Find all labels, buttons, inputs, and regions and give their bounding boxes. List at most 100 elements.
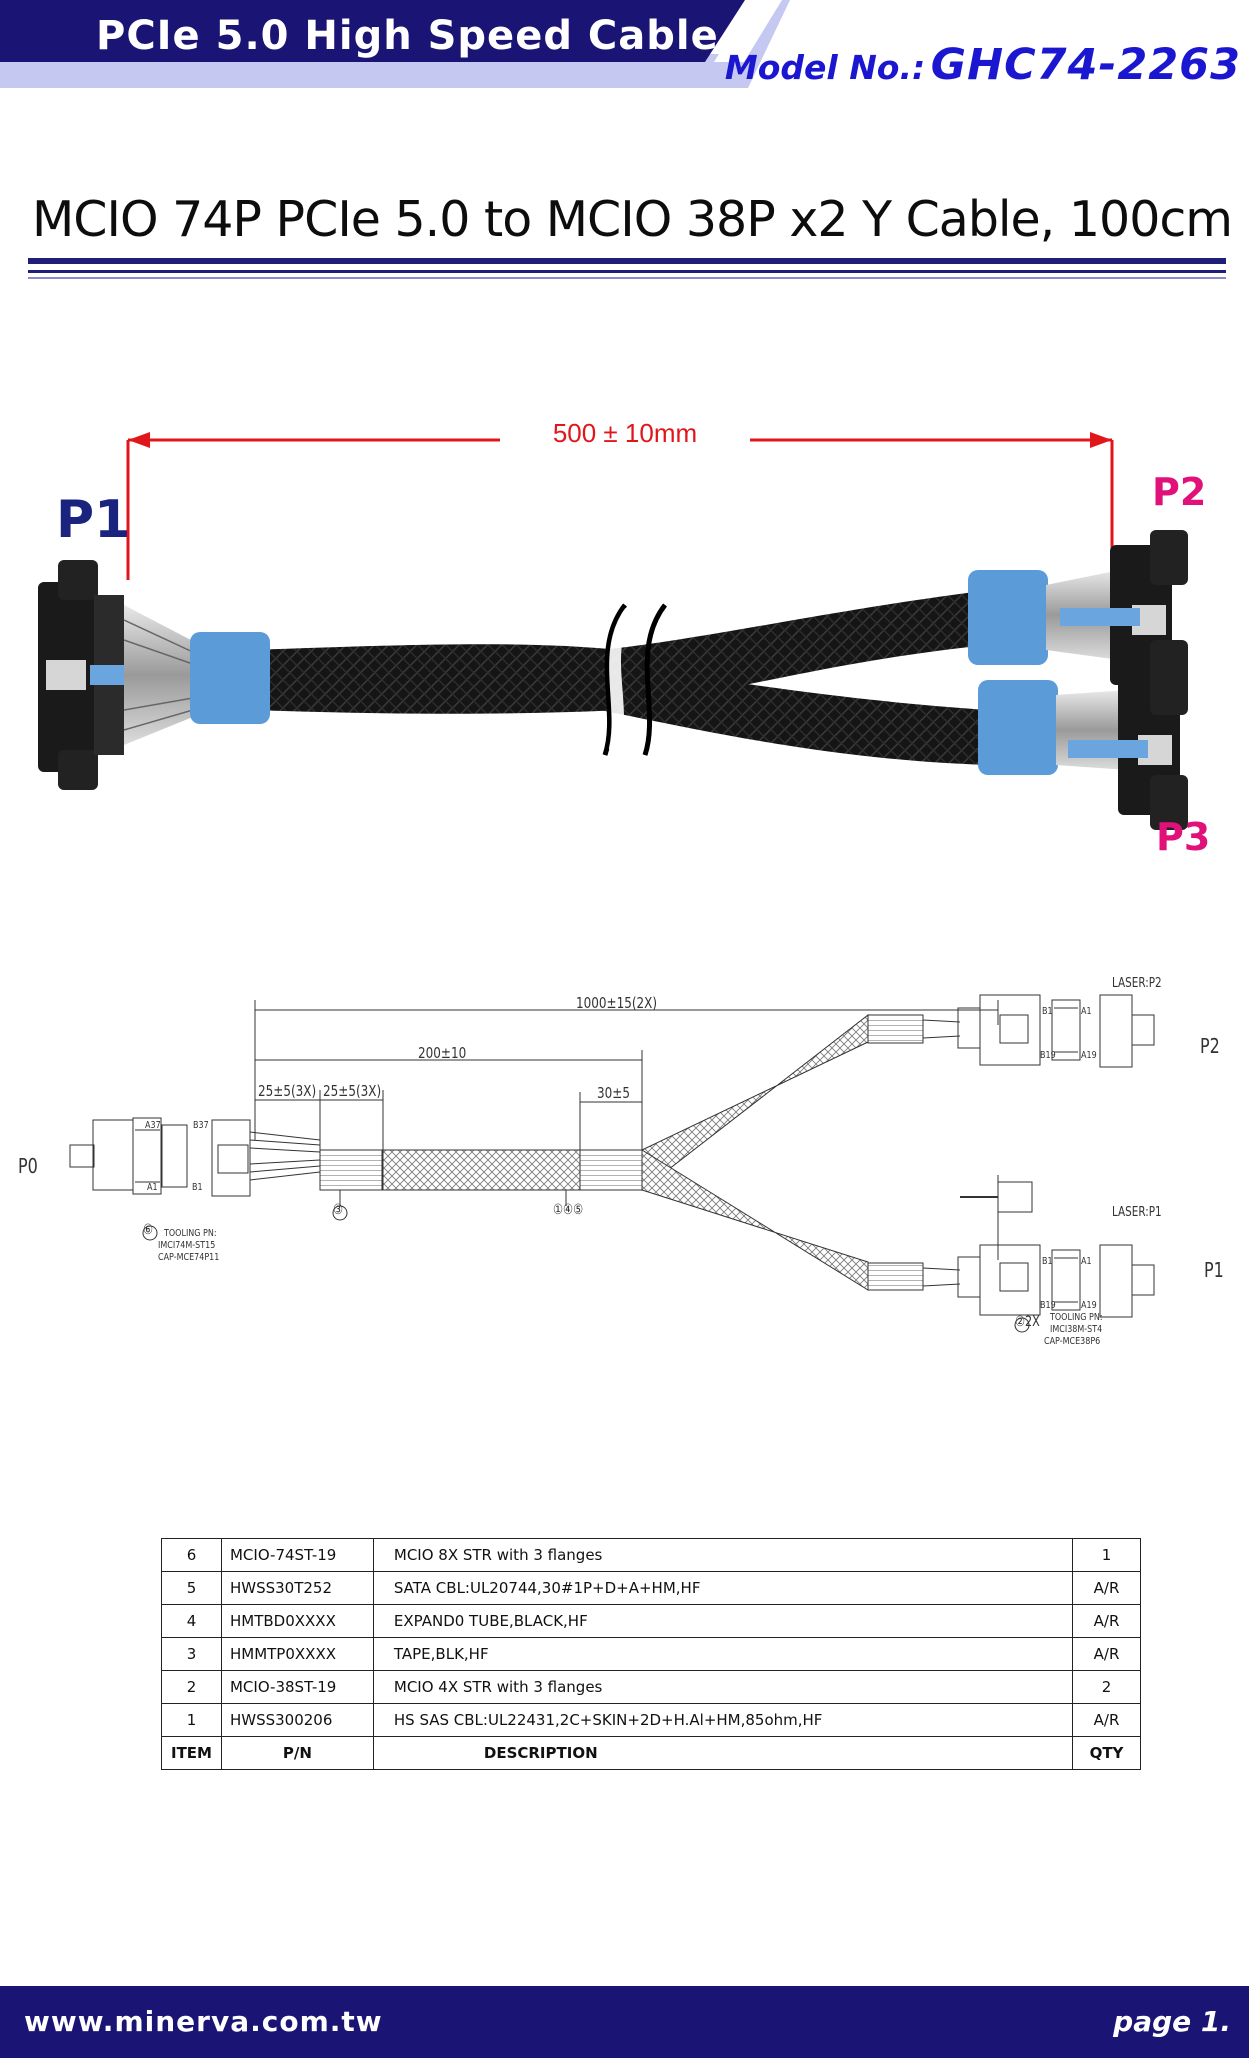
bom-desc: EXPAND0 TUBE,BLACK,HF [372,1604,1074,1638]
model-value: GHC74-2263 [930,40,1241,90]
pin-b1: B1 [192,1182,203,1193]
bom-desc: SATA CBL:UL20744,30#1P+D+A+HM,HF [372,1571,1074,1605]
dimension-line [126,432,1114,580]
length-break-mark [602,603,667,756]
bom-desc: HS SAS CBL:UL22431,2C+SKIN+2D+H.Al+HM,85… [372,1703,1074,1737]
bom-pn: MCIO-38ST-19 [220,1670,374,1704]
bill-of-materials: 6 MCIO-74ST-19 MCIO 8X STR with 3 flange… [161,1538,1141,1770]
bom-item: 3 [161,1637,222,1671]
pin-b19-p1: B19 [1040,1300,1056,1311]
technical-drawing: 1000±15(2X) 200±10 25±5(3X) 25±5(3X) 30±… [0,960,1249,1360]
label-p0: P0 [18,1154,38,1178]
bom-header-item: ITEM [161,1736,222,1770]
p1-blue-boot [190,632,270,724]
bom-pn: HMMTP0XXXX [220,1637,374,1671]
tooling-right-line3: CAP-MCE38P6 [1044,1336,1101,1347]
pin-a37: A37 [145,1120,161,1131]
callout-6: ⑥ [143,1222,154,1238]
bom-pn: HWSS30T252 [220,1571,374,1605]
page-footer: www.minerva.com.tw page 1. [0,1986,1249,2058]
bom-desc: MCIO 8X STR with 3 flanges [372,1538,1074,1572]
main-braided-sleeve [250,644,620,714]
title-rule-thin [28,277,1226,279]
table-row: 2 MCIO-38ST-19 MCIO 4X STR with 3 flange… [161,1670,1141,1704]
title-rule-thick [28,258,1226,264]
bom-item: 2 [161,1670,222,1704]
laser-p2: LASER:P2 [1112,976,1162,991]
bom-desc: TAPE,BLK,HF [372,1637,1074,1671]
bom-header-pn: P/N [220,1736,374,1770]
tooling-left-line2: IMCI74M-ST15 [158,1240,216,1251]
cable-photo [0,410,1249,880]
table-row: 3 HMMTP0XXXX TAPE,BLK,HF A/R [161,1637,1141,1671]
bom-item: 5 [161,1571,222,1605]
dim-seg-a: 25±5(3X) [258,1082,317,1100]
pin-a1: A1 [147,1182,158,1193]
callout-3: ③ [333,1202,344,1218]
tooling-left-line3: CAP-MCE74P11 [158,1252,220,1263]
bom-desc: MCIO 4X STR with 3 flanges [372,1670,1074,1704]
pin-a19-p1: A19 [1081,1300,1097,1311]
product-title: MCIO 74P PCIe 5.0 to MCIO 38P x2 Y Cable… [32,191,1233,248]
bom-qty: 2 [1072,1670,1141,1704]
bom-item: 4 [161,1604,222,1638]
page-header: PCIe 5.0 High Speed Cable Model No.: GHC… [0,0,1249,120]
title-rule-mid [28,270,1226,273]
callout-1-4-5: ①④⑤ [553,1202,584,1218]
drawing-label-p1: P1 [1204,1258,1224,1282]
table-row: 1 HWSS300206 HS SAS CBL:UL22431,2C+SKIN+… [161,1703,1141,1737]
label-p1: P1 [56,490,131,550]
bom-qty: A/R [1072,1637,1141,1671]
bom-qty: 1 [1072,1538,1141,1572]
dim-seg-b: 25±5(3X) [323,1082,382,1100]
drawing-label-p2: P2 [1200,1034,1220,1058]
bom-pn: MCIO-74ST-19 [220,1538,374,1572]
bom-qty: A/R [1072,1571,1141,1605]
header-light-stripe [0,0,790,88]
pin-a1-p2: A1 [1081,1006,1092,1017]
p3-connector [978,660,1188,830]
technical-drawing-lines [69,994,1155,1333]
footer-website: www.minerva.com.tw [24,2005,383,2038]
table-row: 5 HWSS30T252 SATA CBL:UL20744,30#1P+D+A+… [161,1571,1141,1605]
pin-b1-p2: B1 [1042,1006,1053,1017]
tooling-left-line1: TOOLING PN: [164,1228,217,1239]
bom-qty: A/R [1072,1703,1141,1737]
p2-connector [968,530,1188,695]
header-dark-band [0,0,745,62]
label-p2: P2 [1152,470,1207,514]
table-header-row: ITEM P/N DESCRIPTION QTY [161,1736,1141,1770]
tooling-right-line1: TOOLING PN: [1050,1312,1103,1323]
pin-b1-p1: B1 [1042,1256,1053,1267]
branch-lower-sleeve [600,665,990,765]
bom-qty: A/R [1072,1604,1141,1638]
dim-branch-length: 200±10 [418,1044,467,1062]
bom-pn: HMTBD0XXXX [220,1604,374,1638]
pin-b19-p2: B19 [1040,1050,1056,1061]
tooling-right-line2: IMCI38M-ST4 [1050,1324,1103,1335]
pin-a1-p1: A1 [1081,1256,1092,1267]
callout-2: ②2X [1015,1314,1040,1330]
p1-connector [38,560,200,790]
laser-p1: LASER:P1 [1112,1205,1162,1220]
bom-item: 6 [161,1538,222,1572]
bom-item: 1 [161,1703,222,1737]
bom-header-qty: QTY [1072,1736,1141,1770]
bom-pn: HWSS300206 [220,1703,374,1737]
label-p3: P3 [1156,815,1211,859]
bom-body: 6 MCIO-74ST-19 MCIO 8X STR with 3 flange… [161,1538,1141,1770]
model-label: Model No.: [724,48,926,87]
model-number: Model No.: GHC74-2263 [725,36,1241,94]
pin-a19-p2: A19 [1081,1050,1097,1061]
cable-photo-illustration [38,432,1188,830]
bom-header-desc: DESCRIPTION [372,1736,1074,1770]
table-row: 4 HMTBD0XXXX EXPAND0 TUBE,BLACK,HF A/R [161,1604,1141,1638]
header-banner-shapes [0,0,790,88]
table-row: 6 MCIO-74ST-19 MCIO 8X STR with 3 flange… [161,1538,1141,1572]
footer-page-number: page 1. [1113,2005,1231,2038]
dim-seg-c: 30±5 [597,1084,630,1102]
photo-dimension-text: 500 ± 10mm [500,418,750,449]
dim-overall-length: 1000±15(2X) [576,994,658,1012]
header-accent-slash [714,0,782,62]
header-title: PCIe 5.0 High Speed Cable [96,13,719,59]
